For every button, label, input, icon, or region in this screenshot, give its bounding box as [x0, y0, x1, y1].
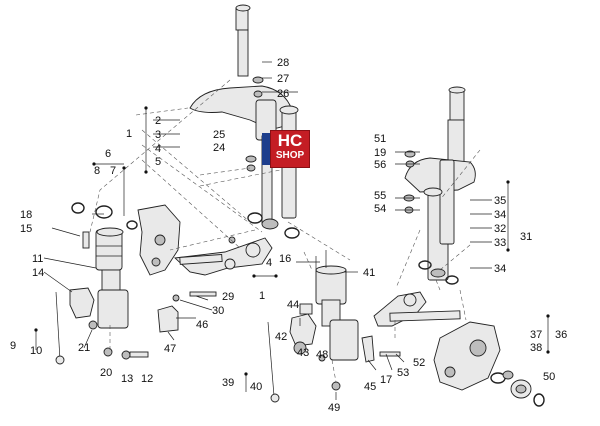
callout-51: 51 — [374, 133, 386, 145]
callout-27: 27 — [277, 73, 289, 85]
callout-15: 15 — [20, 223, 32, 235]
callout-1-top: 1 — [126, 128, 132, 140]
callout-43: 43 — [297, 347, 309, 359]
callout-41: 41 — [363, 267, 375, 279]
callout-29: 29 — [222, 291, 234, 303]
callout-17: 17 — [380, 374, 392, 386]
center-shock-absorber — [267, 250, 401, 403]
callout-10: 10 — [30, 345, 42, 357]
left-shock-absorber — [55, 227, 149, 365]
right-hub-bracket — [433, 321, 545, 407]
callout-2: 2 — [155, 115, 161, 127]
callout-6: 6 — [105, 148, 111, 160]
callout-26: 26 — [277, 88, 289, 100]
callout-19: 19 — [374, 147, 386, 159]
logo-text-hc: HC — [277, 131, 303, 150]
callout-44: 44 — [287, 299, 299, 311]
hc-shop-logo: HC SHOP — [262, 130, 310, 168]
callout-49: 49 — [328, 402, 340, 414]
callout-56: 56 — [374, 159, 386, 171]
callout-25: 25 — [213, 129, 225, 141]
logo-side-stripe — [262, 133, 270, 165]
callout-30: 30 — [212, 305, 224, 317]
callout-38: 38 — [530, 342, 542, 354]
callout-3: 3 — [155, 129, 161, 141]
callout-48: 48 — [316, 349, 328, 361]
callout-9: 9 — [10, 340, 16, 352]
callout-40: 40 — [250, 381, 262, 393]
right-steering-column — [403, 86, 476, 285]
callout-42: 42 — [275, 331, 287, 343]
left-steering-column — [189, 4, 300, 239]
left-linkage-arm — [173, 236, 273, 276]
callout-4-top: 4 — [155, 143, 161, 155]
callout-32: 32 — [494, 223, 506, 235]
callout-39: 39 — [222, 377, 234, 389]
callout-52: 52 — [413, 357, 425, 369]
callout-4-bottom: 4 — [266, 257, 272, 269]
callout-21: 21 — [78, 342, 90, 354]
right-linkage-arm — [373, 291, 461, 327]
callout-35: 35 — [494, 195, 506, 207]
logo-text-shop: SHOP — [275, 150, 305, 161]
callout-36: 36 — [555, 329, 567, 341]
callout-53: 53 — [397, 367, 409, 379]
callout-16: 16 — [279, 253, 291, 265]
leader-lines — [34, 61, 550, 400]
callout-12: 12 — [141, 373, 153, 385]
callout-47: 47 — [164, 343, 176, 355]
callout-11: 11 — [32, 253, 43, 265]
guide-lines — [89, 79, 481, 383]
callout-18: 18 — [20, 209, 32, 221]
callout-28: 28 — [277, 57, 289, 69]
callout-34-bottom: 34 — [494, 263, 506, 275]
callout-20: 20 — [100, 367, 112, 379]
callout-45: 45 — [364, 381, 376, 393]
callout-55: 55 — [374, 190, 386, 202]
callout-37: 37 — [530, 329, 542, 341]
callout-14: 14 — [32, 267, 44, 279]
callout-labels: 28 27 26 1 2 3 4 5 25 24 6 8 7 18 15 11 … — [10, 57, 567, 414]
callout-33: 33 — [494, 237, 506, 249]
left-fork-bracket — [71, 202, 181, 276]
caliper-mount-parts — [157, 291, 217, 333]
callout-7: 7 — [110, 165, 116, 177]
callout-13: 13 — [121, 373, 133, 385]
callout-46: 46 — [196, 319, 208, 331]
callout-24: 24 — [213, 142, 225, 154]
callout-54: 54 — [374, 203, 386, 215]
callout-8: 8 — [94, 165, 100, 177]
callout-1-bottom: 1 — [259, 290, 265, 302]
callout-50: 50 — [543, 371, 555, 383]
callout-34-top: 34 — [494, 209, 506, 221]
callout-31: 31 — [520, 231, 532, 243]
callout-5: 5 — [155, 156, 161, 168]
